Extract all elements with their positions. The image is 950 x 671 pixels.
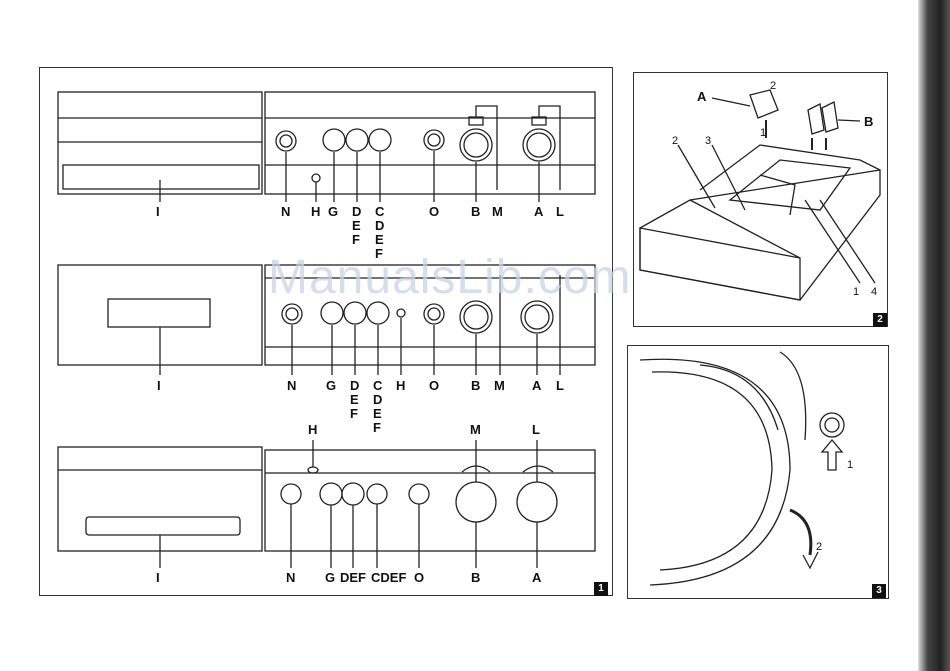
label-B: B — [471, 204, 480, 219]
label-I: I — [156, 570, 160, 585]
label-E: E — [352, 218, 361, 233]
label-1: 1 — [847, 459, 853, 471]
label-A: A — [532, 378, 542, 393]
label-A: A — [532, 570, 542, 585]
control-panel-middle — [58, 265, 595, 375]
label-G: G — [328, 204, 338, 219]
label-I: I — [156, 204, 160, 219]
label-O: O — [414, 570, 424, 585]
label-H: H — [396, 378, 405, 393]
label-D: D — [350, 378, 359, 393]
label-E: E — [373, 406, 382, 421]
label-C: C — [375, 204, 385, 219]
label-L: L — [556, 378, 564, 393]
label-B: B — [864, 114, 873, 129]
label-2: 2 — [816, 541, 822, 553]
label-O: O — [429, 378, 439, 393]
label-E: E — [350, 392, 359, 407]
control-panel-top — [58, 92, 595, 202]
label-DEF: DEF — [340, 570, 366, 585]
label-2-small: 2 — [770, 80, 776, 92]
label-CDEF: CDEF — [371, 570, 406, 585]
label-3: 3 — [705, 135, 711, 147]
label-F: F — [375, 246, 383, 261]
label-D: D — [373, 392, 382, 407]
label-B: B — [471, 378, 480, 393]
label-E: E — [375, 232, 384, 247]
label-G: G — [325, 570, 335, 585]
label-N: N — [287, 378, 296, 393]
label-C: C — [373, 378, 383, 393]
label-B: B — [471, 570, 480, 585]
label-H: H — [308, 422, 317, 437]
label-F: F — [352, 232, 360, 247]
label-A: A — [534, 204, 544, 219]
panel-top-labels: I N H G D E F C D E F O B M A L — [156, 204, 564, 261]
label-A: A — [697, 89, 707, 104]
label-1-small: 1 — [760, 127, 766, 139]
label-D: D — [375, 218, 384, 233]
label-M: M — [494, 378, 505, 393]
label-2: 2 — [672, 135, 678, 147]
label-D: D — [352, 204, 361, 219]
label-L: L — [556, 204, 564, 219]
label-N: N — [281, 204, 290, 219]
figure-3-labels: 1 2 — [816, 459, 853, 553]
label-F: F — [350, 406, 358, 421]
figure-2-labels: A B 2 3 1 4 1 2 — [672, 80, 877, 298]
detergent-drawer-illustration — [640, 90, 880, 300]
label-1: 1 — [853, 286, 859, 298]
label-4: 4 — [871, 286, 877, 298]
label-M: M — [492, 204, 503, 219]
control-panel-bottom — [58, 440, 595, 568]
label-N: N — [286, 570, 295, 585]
label-I: I — [157, 378, 161, 393]
door-filter-illustration — [640, 352, 844, 585]
label-F: F — [373, 420, 381, 435]
label-H: H — [311, 204, 320, 219]
label-G: G — [326, 378, 336, 393]
panel-middle-labels: I N G D E F C D E F H O B M A L — [157, 378, 564, 435]
label-O: O — [429, 204, 439, 219]
label-L: L — [532, 422, 540, 437]
label-M: M — [470, 422, 481, 437]
